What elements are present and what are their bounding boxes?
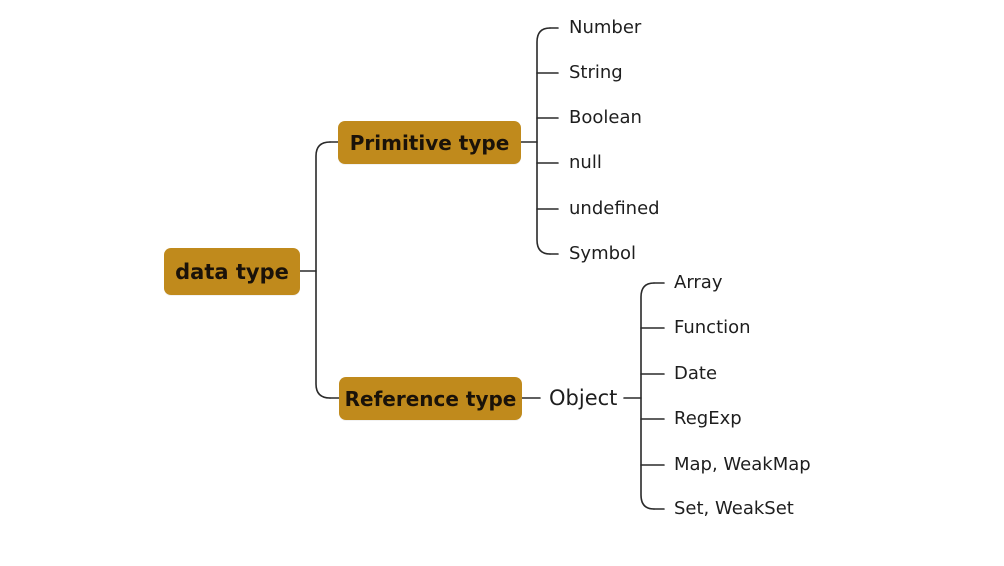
object-label: Object [549, 386, 618, 410]
object-leaf-regexp: RegExp [674, 408, 742, 429]
connector-object-bracket [640, 282, 655, 510]
primitive-leaf-null: null [569, 152, 602, 173]
object-leaf-date: Date [674, 363, 718, 384]
primitive-type-node: Primitive type [338, 121, 521, 164]
object-leaf-set-weakset: Set, WeakSet [674, 498, 794, 519]
primitive-leaf-symbol: Symbol [569, 243, 637, 264]
reference-type-node: Reference type [339, 377, 522, 420]
connector-root-bracket [315, 141, 331, 399]
object-leaf-array: Array [674, 272, 723, 293]
primitive-leaf-undefined: undefined [569, 198, 660, 219]
primitive-leaf-string: String [569, 62, 623, 83]
object-leaf-function: Function [674, 317, 751, 338]
primitive-type-label: Primitive type [349, 130, 510, 155]
primitive-leaf-number: Number [569, 17, 642, 38]
object-leaf-map-weakmap: Map, WeakMap [674, 454, 811, 475]
root-node-label: data type [175, 259, 289, 284]
connector-primitive-bracket [536, 27, 551, 255]
primitive-leaf-boolean: Boolean [569, 107, 642, 128]
reference-type-label: Reference type [344, 386, 517, 411]
root-node: data type [164, 248, 300, 295]
